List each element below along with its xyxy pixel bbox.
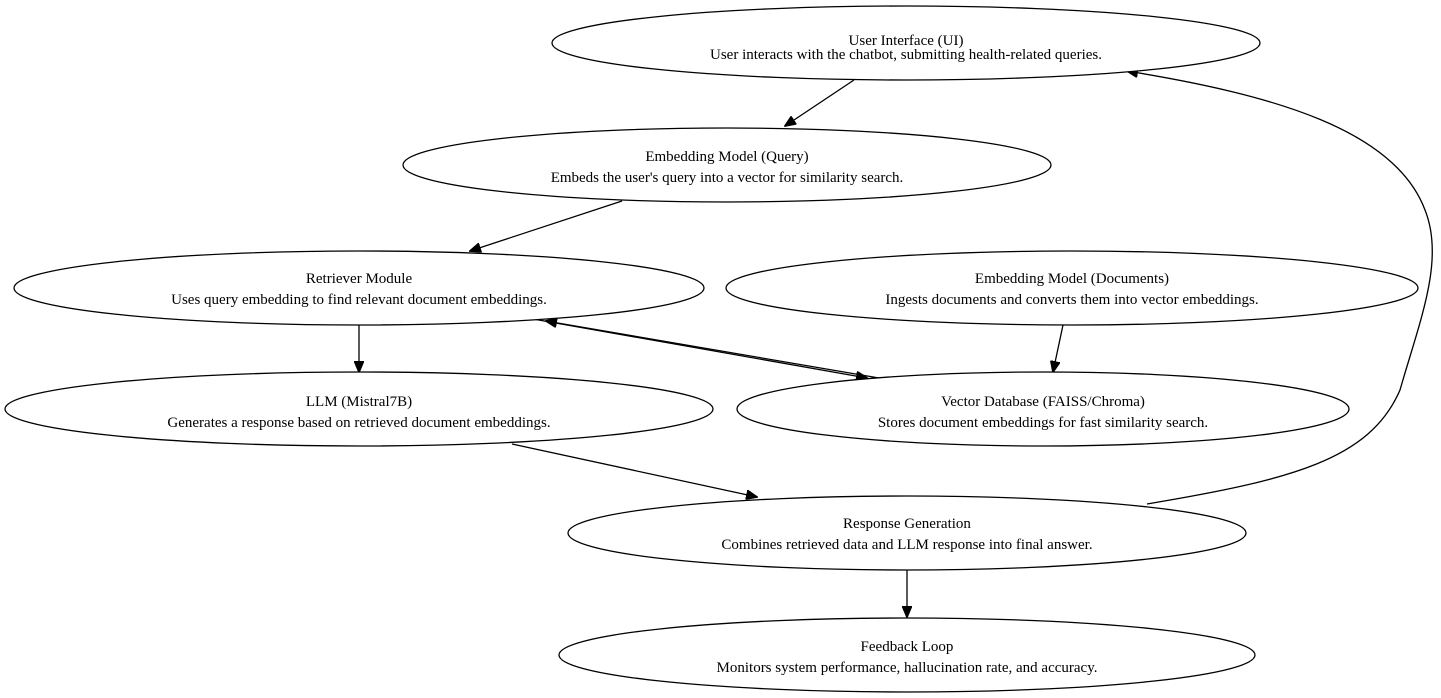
node-retriever-module: Retriever Module Uses query embedding to… [13, 250, 705, 326]
node-user-interface: User Interface (UI) User interacts with … [551, 5, 1261, 81]
node-embedding-model-query: Embedding Model (Query) Embeds the user'… [402, 127, 1052, 203]
node-description: Combines retrieved data and LLM response… [721, 537, 1092, 553]
node-description: Stores document embeddings for fast simi… [878, 415, 1208, 431]
node-description: Generates a response based on retrieved … [167, 415, 550, 431]
node-ellipse [551, 5, 1261, 81]
edges [359, 71, 1433, 617]
node-description: User interacts with the chatbot, submitt… [710, 47, 1102, 63]
node-ellipse [402, 127, 1052, 203]
edge-vector-db-to-retriever [546, 321, 880, 379]
node-title: Retriever Module [306, 271, 413, 287]
node-embedding-model-documents: Embedding Model (Documents) Ingests docu… [725, 250, 1419, 326]
node-ellipse [13, 250, 705, 326]
edge-embed-query-to-retriever [470, 200, 623, 251]
node-response-generation: Response Generation Combines retrieved d… [567, 495, 1247, 571]
node-title: Vector Database (FAISS/Chroma) [941, 394, 1145, 410]
node-ellipse [725, 250, 1419, 326]
node-vector-database: Vector Database (FAISS/Chroma) Stores do… [736, 371, 1350, 447]
node-title: Embedding Model (Documents) [975, 271, 1169, 287]
node-title: Response Generation [843, 516, 971, 532]
edge-response-to-ui [1127, 71, 1433, 505]
edge-embed-docs-to-vector-db [1053, 324, 1064, 372]
node-ellipse [736, 371, 1350, 447]
node-description: Uses query embedding to find relevant do… [171, 292, 547, 308]
node-ellipse [567, 495, 1247, 571]
edge-ui-to-embed-query [785, 79, 855, 126]
node-ellipse [4, 371, 714, 447]
node-title: Feedback Loop [861, 639, 954, 655]
node-description: Monitors system performance, hallucinati… [717, 660, 1098, 676]
node-ellipse [558, 617, 1256, 693]
node-title: Embedding Model (Query) [645, 149, 808, 165]
node-description: Ingests documents and converts them into… [885, 292, 1258, 308]
edge-llm-to-response [511, 443, 757, 497]
node-feedback-loop: Feedback Loop Monitors system performanc… [558, 617, 1256, 693]
node-llm: LLM (Mistral7B) Generates a response bas… [4, 371, 714, 447]
node-description: Embeds the user's query into a vector fo… [551, 170, 904, 186]
node-title: LLM (Mistral7B) [306, 394, 412, 410]
node-title: User Interface (UI) [849, 33, 964, 49]
